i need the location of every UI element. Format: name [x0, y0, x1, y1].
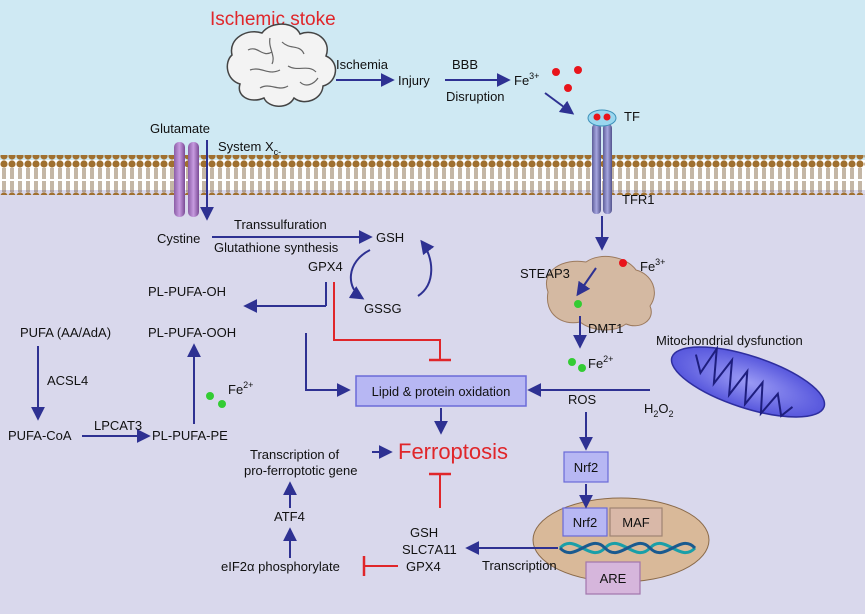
eif2a-label: eIF2α phosphorylate — [221, 559, 340, 574]
gsh-bottom-label: GSH — [410, 525, 438, 540]
slc7a11-label: SLC7A11 — [402, 542, 457, 557]
injury-label: Injury — [398, 73, 430, 88]
glutamate-label: Glutamate — [150, 121, 210, 136]
system-xc-transporter-icon — [174, 142, 199, 217]
pl-pufa-pe-label: PL-PUFA-PE — [152, 428, 228, 443]
fe3-endosome-base: Fe — [640, 259, 655, 274]
h2o2-h: H — [644, 401, 653, 416]
fe2-dot — [578, 364, 586, 372]
cell-membrane — [0, 155, 865, 195]
ferroptosis-label: Ferroptosis — [398, 439, 508, 464]
fe3-endosome-label: Fe3+ — [640, 257, 665, 274]
nrf2-box — [563, 451, 609, 483]
transferrin-icon — [587, 109, 617, 127]
mito-dysfunction-label: Mitochondrial dysfunction — [656, 333, 803, 348]
atf4-label: ATF4 — [274, 509, 305, 524]
gpx4-bottom-label: GPX4 — [406, 559, 441, 574]
maf-box — [609, 507, 663, 537]
arrow-gsh-to-gssg — [348, 249, 371, 300]
transsulfuration-label: Transsulfuration — [234, 217, 327, 232]
fe3-dot — [574, 66, 582, 74]
ischemia-label: Ischemia — [336, 57, 389, 72]
fe2-left-sup: 2+ — [243, 380, 253, 390]
h2o2-label: H2O2 — [644, 401, 674, 419]
inhibit-gpx4-lipid — [333, 282, 441, 360]
mitochondrion-icon — [670, 344, 826, 418]
fe3-top-label: Fe3+ — [514, 71, 539, 88]
fe3-top-sup: 3+ — [529, 71, 539, 81]
gsh-top-label: GSH — [376, 230, 404, 245]
pro-ferroptotic-gene-label: pro-ferroptotic gene — [244, 463, 357, 478]
pl-pufa-oh-label: PL-PUFA-OH — [148, 284, 226, 299]
gpx4-top-label: GPX4 — [308, 259, 343, 274]
bbb-label: BBB — [452, 57, 478, 72]
are-box — [585, 561, 641, 595]
fe3-dot — [564, 84, 572, 92]
acsl4-label: ACSL4 — [47, 373, 88, 388]
fe3-top-base: Fe — [514, 73, 529, 88]
system-xc-sub: c- — [274, 147, 282, 157]
disruption-label: Disruption — [446, 89, 505, 104]
transcription-label: Transcription — [482, 558, 557, 573]
fe2-left-label: Fe2+ — [228, 380, 253, 397]
transcription-of-label: Transcription of — [250, 447, 339, 462]
maf-label: MAF — [622, 515, 650, 530]
lpcat3-label: LPCAT3 — [94, 418, 142, 433]
brain-icon — [226, 23, 337, 107]
cystine-label: Cystine — [157, 231, 200, 246]
h2o2-sub2: 2 — [669, 409, 674, 419]
system-xc-label: System Xc- — [218, 139, 281, 157]
tf-label: TF — [624, 109, 640, 124]
arrow-gssg-to-gsh — [417, 239, 435, 297]
fe2-right-base: Fe — [588, 356, 603, 371]
fe2-endosome-dot — [574, 300, 582, 308]
tfr1-receptor-icon — [592, 124, 612, 214]
h2o2-sub1: 2 — [653, 409, 658, 419]
nrf2-nucleus-label: Nrf2 — [573, 515, 598, 530]
arrow-ooh-lipid — [305, 333, 351, 397]
fe2-right-label: Fe2+ — [588, 354, 613, 371]
tfr1-label: TFR1 — [622, 192, 655, 207]
nrf2-label: Nrf2 — [574, 460, 599, 475]
lipid-oxidation-box — [355, 375, 527, 407]
fe2-right-sup: 2+ — [603, 354, 613, 364]
steap3-label: STEAP3 — [520, 266, 570, 281]
fe2-dot — [206, 392, 214, 400]
fe2-dot — [218, 400, 226, 408]
lipid-oxidation-label: Lipid & protein oxidation — [372, 384, 511, 399]
dna-helix-icon — [558, 541, 697, 555]
ros-label: ROS — [568, 392, 597, 407]
diagram-title: Ischemic stoke — [210, 9, 336, 30]
fe2-left-base: Fe — [228, 382, 243, 397]
arrow-fe-to-tf — [544, 92, 575, 115]
arrow-steap3-reduce — [576, 267, 597, 297]
are-label: ARE — [600, 571, 627, 586]
gssg-label: GSSG — [364, 301, 402, 316]
fe3-endosome-dot — [619, 259, 627, 267]
h2o2-o: O — [658, 401, 668, 416]
extracellular-region — [0, 0, 865, 160]
dmt1-label: DMT1 — [588, 321, 623, 336]
fe3-dot — [552, 68, 560, 76]
system-xc-base: System X — [218, 139, 274, 154]
fe3-endosome-sup: 3+ — [655, 257, 665, 267]
glutathione-synthesis-label: Glutathione synthesis — [214, 240, 339, 255]
pufa-label: PUFA (AA/AdA) — [20, 325, 111, 340]
pufa-coa-label: PUFA-CoA — [8, 428, 72, 443]
pl-pufa-ooh-label: PL-PUFA-OOH — [148, 325, 236, 340]
fe2-dot — [568, 358, 576, 366]
